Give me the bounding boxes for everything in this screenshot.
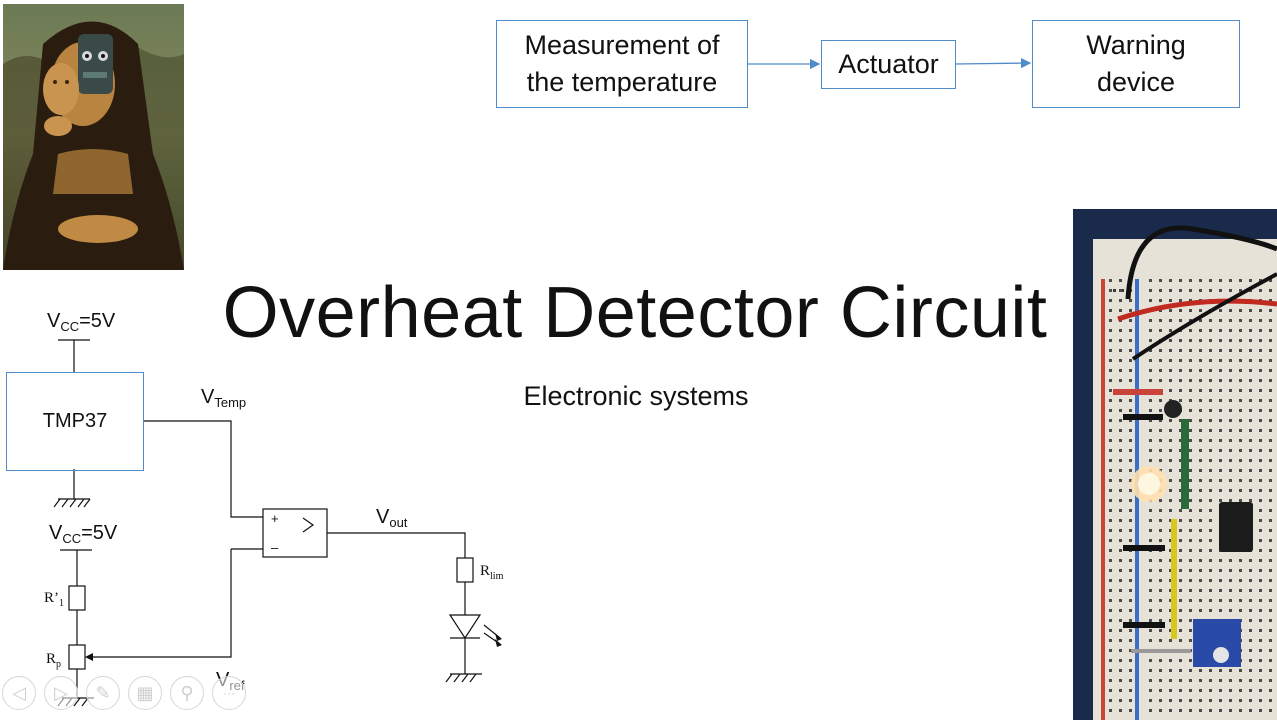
zoom-icon: ⚲	[180, 682, 194, 703]
more-options-icon: ···	[223, 686, 235, 700]
measurement-label-line1: Measurement of	[524, 30, 720, 60]
actuator-box: Actuator	[821, 40, 956, 89]
more-options-button[interactable]: ···	[212, 676, 246, 710]
arrow-actuator-to-warning	[954, 57, 1032, 69]
slide-title: Overheat Detector Circuit	[222, 273, 1048, 353]
slides-grid-icon: ▦	[136, 682, 154, 703]
rp-label: Rp	[46, 651, 62, 670]
warning-device-box: Warning device	[1032, 20, 1240, 108]
vcc2-label: VCC=5V	[49, 522, 118, 546]
opamp-plus-label: +	[271, 511, 279, 526]
tmp37-sensor-box: TMP37	[6, 372, 144, 471]
warning-label-line1: Warning	[1086, 30, 1186, 60]
vcc1-label: VCC=5V	[47, 310, 116, 334]
previous-slide-button[interactable]: ◁	[2, 676, 36, 710]
see-all-slides-button[interactable]: ▦	[128, 676, 162, 710]
r1-label: R’1	[44, 590, 64, 609]
opamp-minus-label: –	[271, 540, 279, 555]
pen-icon: ✎	[95, 682, 111, 703]
vout-label: Vout	[376, 506, 408, 530]
overheat-schematic	[53, 339, 502, 707]
breadboard-image	[1073, 209, 1277, 720]
next-slide-button[interactable]: ▷	[44, 676, 78, 710]
breadboard-photo-icon	[1073, 209, 1277, 720]
previous-icon: ◁	[12, 682, 26, 703]
presenter-toolbar: ◁ ▷ ✎ ▦ ⚲ ···	[0, 676, 246, 712]
measurement-box: Measurement of the temperature	[496, 20, 748, 108]
pen-tool-button[interactable]: ✎	[86, 676, 120, 710]
actuator-label: Actuator	[838, 49, 939, 79]
mona-lisa-robot-painting-icon	[3, 4, 184, 270]
zoom-button[interactable]: ⚲	[170, 676, 204, 710]
mona-lisa-image	[3, 4, 184, 270]
block-diagram-arrows	[747, 57, 1032, 70]
tmp37-label: TMP37	[42, 410, 108, 432]
slide-subtitle: Electronic systems	[523, 381, 749, 411]
next-icon: ▷	[54, 682, 68, 703]
rlim-label: Rlim	[480, 563, 504, 582]
measurement-label-line2: the temperature	[526, 67, 718, 97]
vtemp-label: VTemp	[201, 386, 247, 410]
warning-label-line2: device	[1096, 67, 1176, 97]
